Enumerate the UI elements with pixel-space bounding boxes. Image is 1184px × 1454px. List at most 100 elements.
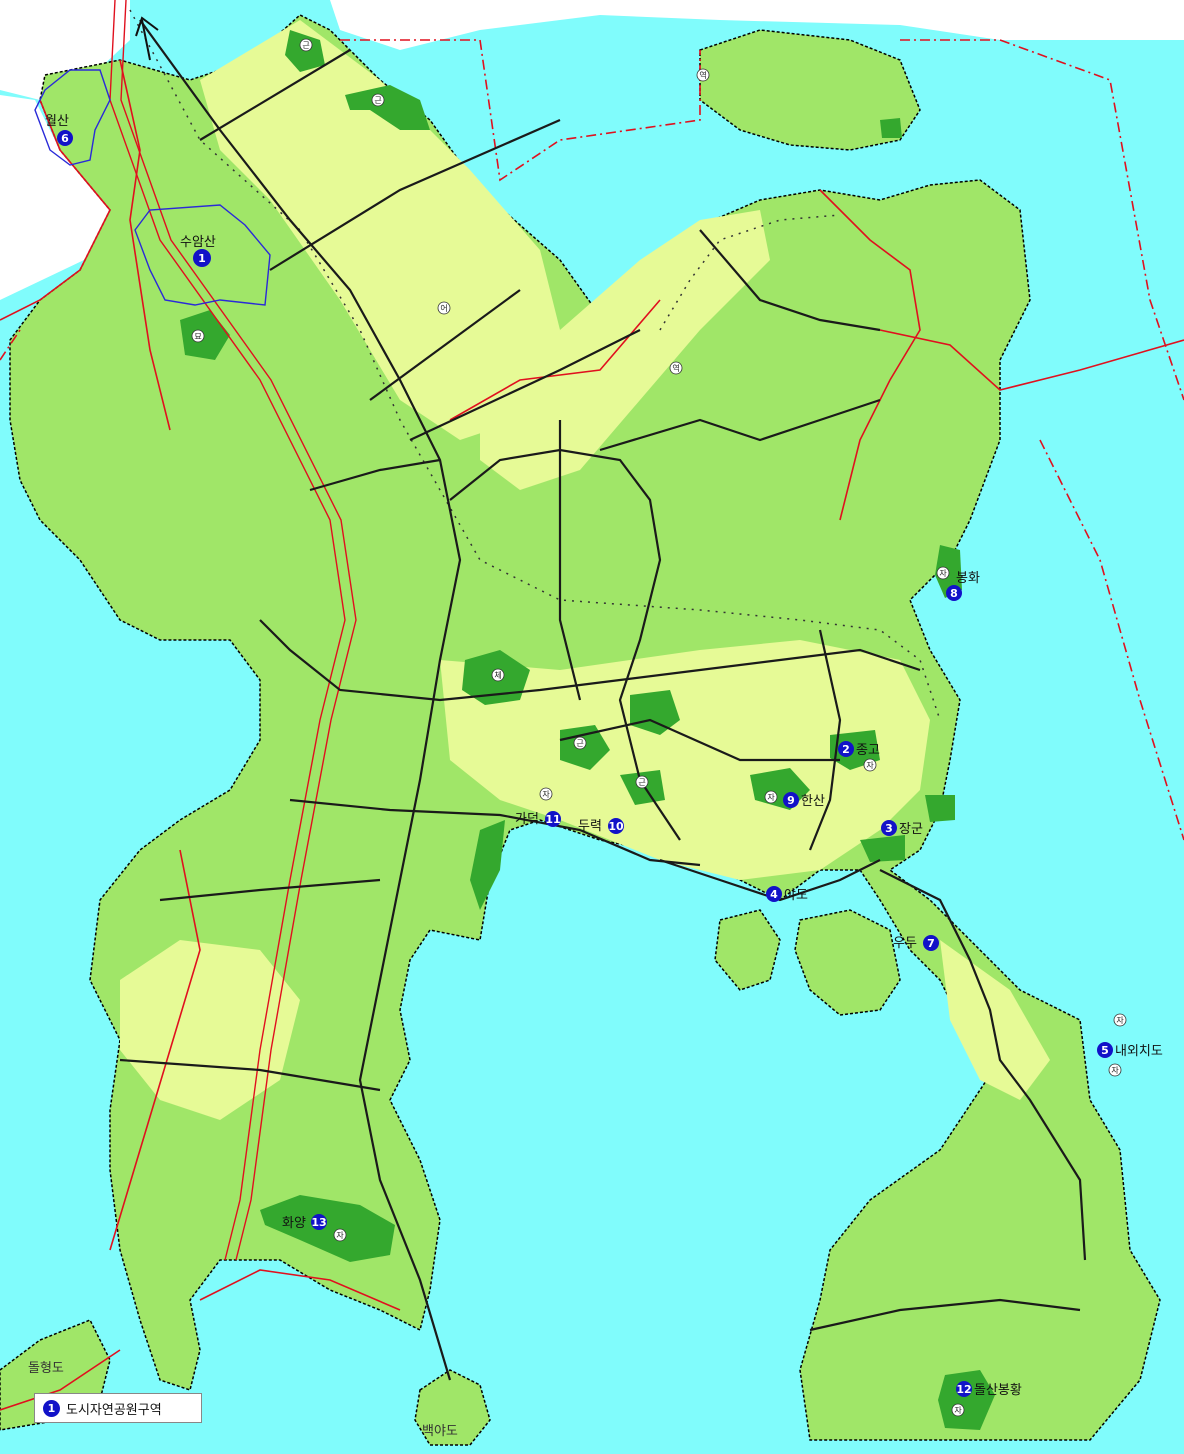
symbol-natural-park: 자 bbox=[539, 787, 553, 801]
outside-area-nw bbox=[0, 0, 130, 100]
symbol-cemetery: 묘 bbox=[191, 329, 205, 343]
marker-13[interactable]: 13 bbox=[311, 1214, 327, 1230]
svg-text:자: 자 bbox=[1111, 1066, 1119, 1075]
marker-1[interactable]: 1 bbox=[193, 249, 211, 267]
svg-text:1: 1 bbox=[198, 252, 206, 265]
park-area bbox=[938, 1370, 995, 1430]
marker-2[interactable]: 2 bbox=[838, 741, 854, 757]
place-label-3: 장군 bbox=[899, 822, 923, 837]
place-label-12: 돌산봉황 bbox=[974, 1383, 1022, 1398]
north-arrow-icon bbox=[135, 16, 159, 61]
urban-area-se bbox=[940, 940, 1050, 1100]
symbol-history-park: 역 bbox=[696, 68, 710, 82]
marker-11[interactable]: 11 bbox=[545, 811, 561, 827]
island-label-baegya: 백야도 bbox=[422, 1424, 458, 1439]
svg-text:근: 근 bbox=[302, 41, 309, 50]
place-label-5: 내외치도 bbox=[1115, 1044, 1163, 1059]
svg-text:6: 6 bbox=[61, 132, 69, 145]
symbol-natural-park: 자 bbox=[333, 1228, 347, 1242]
svg-text:역: 역 bbox=[699, 70, 706, 80]
symbol-neighborhood-park: 근 bbox=[573, 736, 587, 750]
park-area bbox=[180, 310, 230, 360]
svg-text:12: 12 bbox=[956, 1383, 971, 1396]
place-label-7: 우두 bbox=[893, 936, 917, 951]
symbol-natural-park: 자 bbox=[936, 566, 950, 580]
svg-text:10: 10 bbox=[608, 820, 624, 833]
place-label-1: 수암산 bbox=[180, 235, 216, 250]
park-area bbox=[860, 835, 905, 862]
svg-text:어: 어 bbox=[440, 303, 447, 313]
symbol-natural-park: 자 bbox=[863, 758, 877, 772]
marker-9[interactable]: 9 bbox=[783, 792, 799, 808]
park-area bbox=[630, 690, 680, 735]
svg-text:3: 3 bbox=[885, 822, 893, 835]
symbol-theme-park: 역 bbox=[669, 361, 683, 375]
svg-text:9: 9 bbox=[787, 794, 795, 807]
land-island-mid bbox=[714, 909, 781, 991]
svg-text:근: 근 bbox=[576, 739, 583, 748]
svg-text:5: 5 bbox=[1101, 1044, 1109, 1057]
marker-6[interactable]: 6 bbox=[57, 130, 73, 146]
svg-text:2: 2 bbox=[842, 743, 850, 756]
urban-area-center bbox=[440, 640, 930, 880]
urban-area-south bbox=[120, 940, 300, 1120]
svg-text:자: 자 bbox=[866, 761, 874, 770]
svg-text:자: 자 bbox=[1116, 1016, 1124, 1025]
highway-line bbox=[109, 0, 357, 1261]
park-area bbox=[470, 820, 505, 910]
park-area bbox=[260, 1195, 395, 1262]
svg-text:체: 체 bbox=[494, 670, 501, 680]
place-label-11: 가덕 bbox=[515, 812, 539, 827]
admin-boundaries bbox=[0, 59, 1184, 1411]
symbol-natural-park: 자 bbox=[1113, 1013, 1127, 1027]
park-boundary bbox=[34, 69, 271, 306]
marker-12[interactable]: 12 bbox=[956, 1381, 972, 1397]
marker-8[interactable]: 8 bbox=[946, 585, 962, 601]
svg-text:13: 13 bbox=[311, 1216, 326, 1229]
place-label-13: 화양 bbox=[282, 1216, 306, 1231]
urban-area-north bbox=[200, 20, 560, 440]
svg-text:8: 8 bbox=[950, 587, 958, 600]
land-island-south bbox=[794, 909, 901, 1016]
svg-text:근: 근 bbox=[638, 778, 645, 787]
marker-7[interactable]: 7 bbox=[923, 935, 939, 951]
symbol-neighborhood-park: 근 bbox=[635, 775, 649, 789]
outside-area-w bbox=[0, 95, 110, 300]
svg-text:근: 근 bbox=[374, 96, 381, 105]
boundary-dashdot bbox=[0, 39, 1184, 841]
svg-text:자: 자 bbox=[767, 793, 775, 802]
outside-area-ne bbox=[330, 0, 1184, 50]
svg-text:4: 4 bbox=[770, 888, 778, 901]
svg-text:자: 자 bbox=[954, 1406, 962, 1415]
svg-text:자: 자 bbox=[336, 1231, 344, 1240]
marker-3[interactable]: 3 bbox=[881, 820, 897, 836]
park-area bbox=[880, 118, 902, 138]
park-area bbox=[925, 795, 955, 822]
marker-5[interactable]: 5 bbox=[1097, 1042, 1113, 1058]
svg-text:자: 자 bbox=[542, 790, 550, 799]
svg-text:역: 역 bbox=[672, 363, 679, 373]
place-label-8: 봉화 bbox=[956, 571, 980, 586]
island-label-dolhyeong: 돌형도 bbox=[28, 1361, 64, 1376]
symbol-children-park: 어 bbox=[437, 301, 451, 315]
legend-label: 도시자연공원구역 bbox=[66, 1402, 162, 1418]
symbol-natural-park: 자 bbox=[764, 790, 778, 804]
place-label-2: 종고 bbox=[856, 743, 880, 758]
marker-10[interactable]: 10 bbox=[608, 818, 624, 834]
svg-text:7: 7 bbox=[927, 937, 935, 950]
road-network bbox=[119, 19, 1087, 1381]
place-label-10: 두력 bbox=[578, 819, 602, 834]
place-label-9: 한산 bbox=[801, 794, 825, 809]
symbol-natural-park: 자 bbox=[951, 1403, 965, 1417]
map-legend: 1 도시자연공원구역 bbox=[34, 1393, 202, 1423]
place-label-4: 야도 bbox=[784, 888, 808, 903]
symbol-neighborhood-park: 근 bbox=[299, 38, 313, 52]
marker-4[interactable]: 4 bbox=[766, 886, 782, 902]
park-area bbox=[345, 85, 430, 130]
symbol-natural-park: 자 bbox=[1108, 1063, 1122, 1077]
urban-area-industrial bbox=[480, 210, 770, 490]
symbol-neighborhood-park: 근 bbox=[371, 93, 385, 107]
svg-text:묘: 묘 bbox=[194, 332, 201, 341]
svg-text:11: 11 bbox=[545, 813, 560, 826]
